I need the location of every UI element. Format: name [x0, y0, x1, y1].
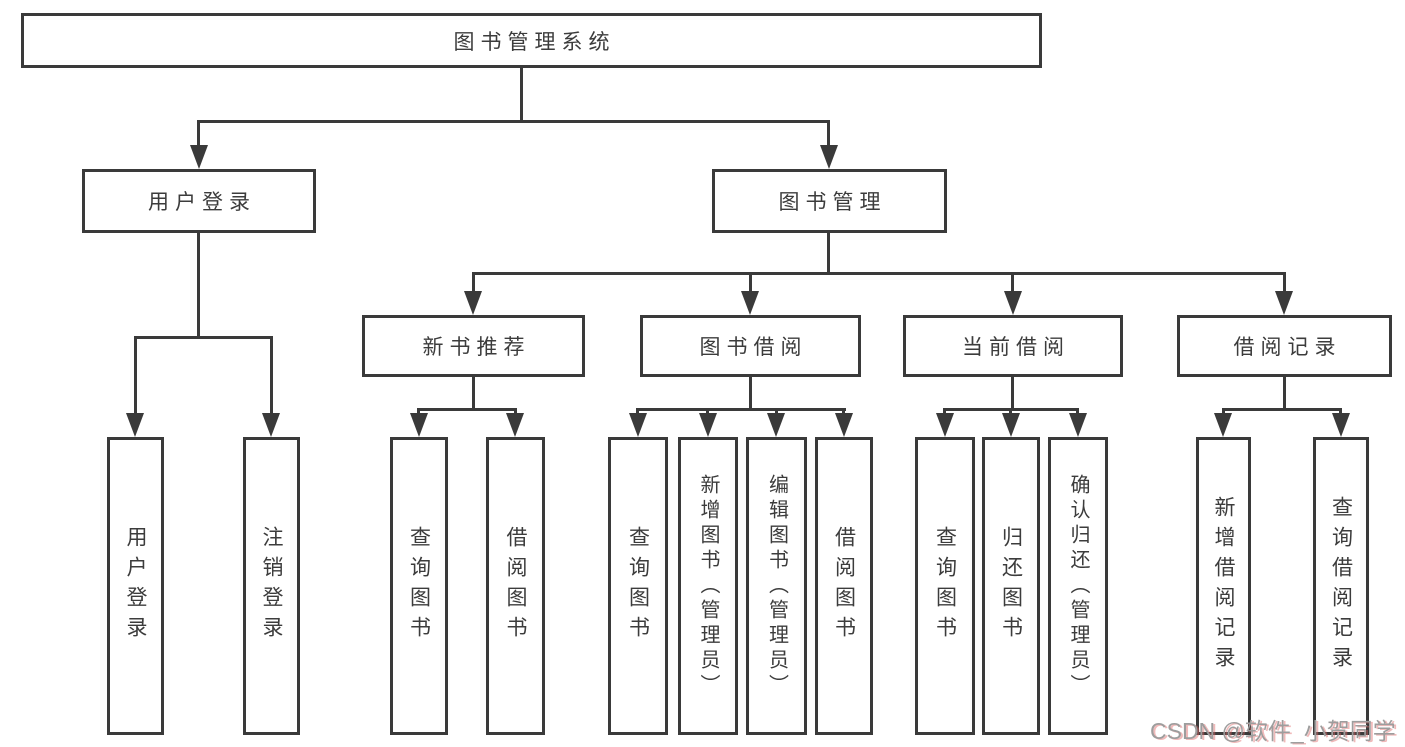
connector-userlogin-hline [134, 336, 273, 339]
node-current-borrow: 当前借阅 [903, 315, 1123, 377]
arrowhead [741, 291, 759, 315]
node-user-login: 用户登录 [82, 169, 316, 233]
arrowhead [464, 291, 482, 315]
leaf-return-books-label: 归还图书 [999, 526, 1023, 646]
arrowhead [1004, 291, 1022, 315]
arrowhead [1332, 413, 1350, 437]
arrowhead [1275, 291, 1293, 315]
arrowhead [1002, 413, 1020, 437]
leaf-query-books-1: 查询图书 [390, 437, 448, 735]
leaf-confirm-return-admin: 确认归还（管理员） [1048, 437, 1108, 735]
leaf-query-borrow-record-label: 查询借阅记录 [1329, 496, 1353, 676]
leaf-query-books-2: 查询图书 [608, 437, 668, 735]
connector-stem [827, 121, 830, 151]
leaf-add-borrow-record-label: 新增借阅记录 [1212, 496, 1235, 676]
leaf-user-login: 用户登录 [107, 437, 164, 735]
connector-stem [1283, 273, 1286, 295]
leaf-user-login-label: 用户登录 [124, 526, 147, 646]
node-book-borrow: 图书借阅 [640, 315, 861, 377]
node-root-label: 图书管理系统 [453, 30, 616, 54]
arrowhead [936, 413, 954, 437]
arrowhead [835, 413, 853, 437]
connector-stub [1283, 377, 1286, 411]
arrowhead [629, 413, 647, 437]
connector-root-hline [197, 120, 830, 123]
csdn-watermark: CSDN @软件_小贺同学 [1150, 718, 1396, 744]
connector-hline [636, 408, 846, 411]
leaf-borrow-books-1-label: 借阅图书 [504, 526, 527, 646]
connector-bookmgmt-stub [827, 233, 830, 275]
connector-bookmgmt-hline [472, 272, 1286, 275]
leaf-borrow-books-2-label: 借阅图书 [832, 526, 856, 646]
leaf-add-book-admin: 新增图书（管理员） [678, 437, 738, 735]
connector-stem [749, 273, 752, 295]
node-new-book-recommend-label: 新书推荐 [422, 336, 531, 359]
node-root: 图书管理系统 [21, 13, 1042, 68]
leaf-add-book-admin-label: 新增图书（管理员） [697, 473, 719, 699]
connector-stub [1011, 377, 1014, 411]
arrowhead [1214, 413, 1232, 437]
arrowhead [410, 413, 428, 437]
node-user-login-label: 用户登录 [148, 191, 256, 214]
arrowhead [767, 413, 785, 437]
leaf-query-books-3-label: 查询图书 [933, 526, 957, 646]
leaf-add-borrow-record: 新增借阅记录 [1196, 437, 1251, 735]
leaf-borrow-books-2: 借阅图书 [815, 437, 873, 735]
node-borrow-records-label: 借阅记录 [1233, 336, 1342, 359]
leaf-logout-login: 注销登录 [243, 437, 300, 735]
connector-hline [1222, 408, 1342, 411]
leaf-query-books-1-label: 查询图书 [407, 526, 431, 646]
leaf-logout-login-label: 注销登录 [260, 526, 283, 646]
connector-stub [472, 377, 475, 411]
arrowhead [126, 413, 144, 437]
leaf-return-books: 归还图书 [982, 437, 1040, 735]
leaf-edit-book-admin-label: 编辑图书（管理员） [765, 473, 788, 699]
node-book-borrow-label: 图书借阅 [699, 336, 808, 359]
arrowhead [506, 413, 524, 437]
arrowhead [190, 145, 208, 169]
arrowhead [262, 413, 280, 437]
leaf-edit-book-admin: 编辑图书（管理员） [746, 437, 807, 735]
connector-stem [134, 337, 137, 417]
node-borrow-records: 借阅记录 [1177, 315, 1392, 377]
leaf-query-books-3: 查询图书 [915, 437, 975, 735]
node-new-book-recommend: 新书推荐 [362, 315, 585, 377]
connector-hline [417, 408, 517, 411]
connector-stub [749, 377, 752, 411]
node-current-borrow-label: 当前借阅 [962, 336, 1070, 359]
leaf-query-books-2-label: 查询图书 [626, 526, 650, 646]
connector-stem [270, 337, 273, 417]
arrowhead [699, 413, 717, 437]
connector-stem [197, 121, 200, 151]
leaf-confirm-return-admin-label: 确认归还（管理员） [1067, 473, 1089, 699]
connector-userlogin-stub [197, 233, 200, 339]
leaf-query-borrow-record: 查询借阅记录 [1313, 437, 1369, 735]
connector-stem [1011, 273, 1014, 295]
node-book-management: 图书管理 [712, 169, 947, 233]
arrowhead [1069, 413, 1087, 437]
connector-stem [472, 273, 475, 295]
leaf-borrow-books-1: 借阅图书 [486, 437, 545, 735]
node-book-management-label: 图书管理 [778, 191, 887, 214]
connector-root-stub [520, 68, 523, 123]
arrowhead [820, 145, 838, 169]
